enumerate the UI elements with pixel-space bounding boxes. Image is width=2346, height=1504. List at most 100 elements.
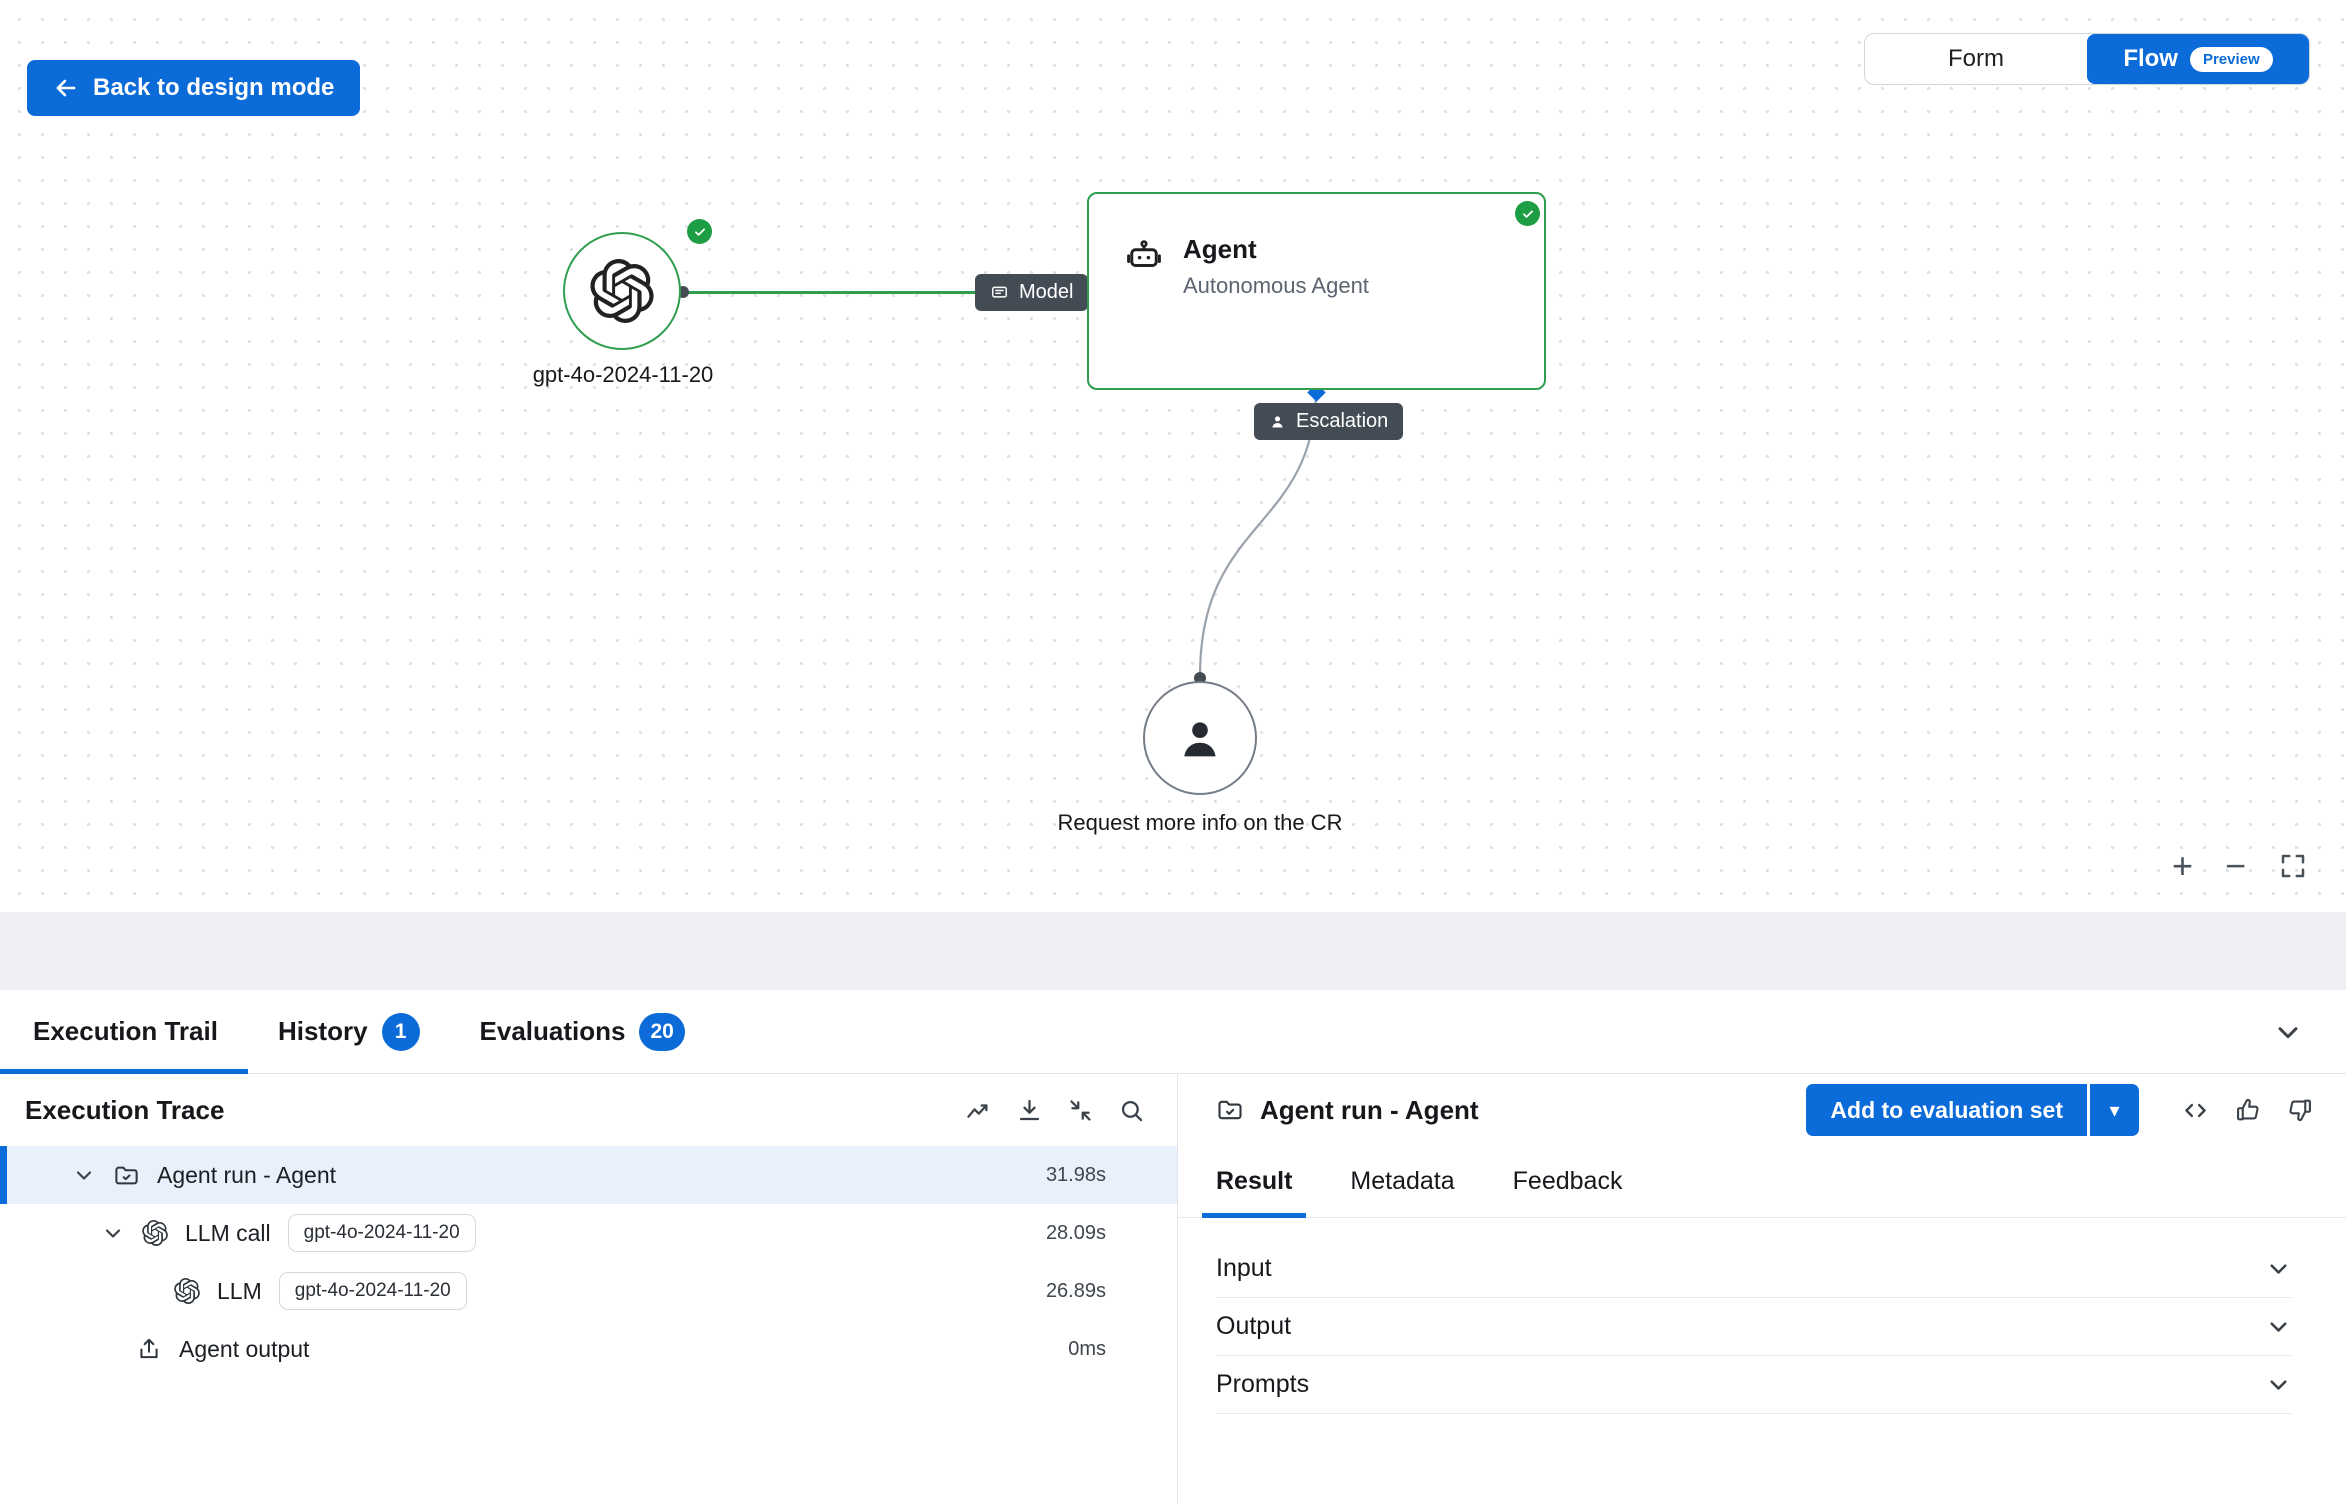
chevron-down-icon[interactable] — [2265, 1313, 2292, 1340]
canvas-controls: + − — [2172, 848, 2308, 884]
panel-tabbar: Execution Trail History 1 Evaluations 20 — [0, 990, 2346, 1074]
tab-label: Execution Trail — [33, 1016, 218, 1047]
zoom-in-button[interactable]: + — [2172, 848, 2193, 884]
collapse-panel-button[interactable] — [2270, 1014, 2306, 1050]
openai-logo-icon — [174, 1278, 200, 1304]
detail-header: Agent run - Agent Add to evaluation set … — [1178, 1074, 2346, 1146]
thumbs-down-button[interactable] — [2284, 1094, 2316, 1126]
trace-row-list: Agent run - Agent 31.98s LLM call gpt-4o… — [0, 1146, 1177, 1378]
execution-trace-pane: Execution Trace — [0, 1074, 1178, 1504]
check-icon — [1521, 207, 1535, 221]
robot-icon — [1123, 234, 1165, 276]
thumbs-up-button[interactable] — [2232, 1094, 2264, 1126]
person-icon — [1174, 712, 1226, 764]
add-to-evaluation-set-dropdown[interactable]: ▾ — [2090, 1084, 2139, 1136]
chevron-down-icon[interactable] — [72, 1163, 96, 1187]
preview-badge: Preview — [2190, 47, 2273, 72]
detail-tabbar: Result Metadata Feedback — [1178, 1146, 2346, 1218]
chevron-down-icon — [2272, 1016, 2304, 1048]
model-edge-label[interactable]: Model — [975, 274, 1088, 311]
history-count-badge: 1 — [382, 1013, 420, 1051]
form-label: Form — [1948, 45, 2004, 73]
back-button-label: Back to design mode — [93, 74, 334, 102]
caret-down-icon: ▾ — [2109, 1098, 2119, 1123]
check-icon — [693, 225, 707, 239]
view-toggle: Form Flow Preview — [1864, 33, 2310, 85]
view-toggle-flow[interactable]: Flow Preview — [2087, 34, 2309, 84]
thumbs-down-icon — [2286, 1096, 2314, 1124]
code-icon — [2181, 1096, 2210, 1125]
trace-row-label: LLM — [217, 1278, 262, 1305]
line-chart-icon — [965, 1097, 992, 1124]
flow-canvas[interactable]: Back to design mode Form Flow Preview gp… — [0, 0, 2346, 912]
trace-row-label: Agent output — [179, 1336, 309, 1363]
trace-row-label: LLM call — [185, 1220, 271, 1247]
agent-output-icon — [136, 1336, 162, 1362]
trace-row-duration: 26.89s — [1046, 1280, 1106, 1303]
trace-row-label: Agent run - Agent — [157, 1162, 336, 1189]
trace-detail-pane: Agent run - Agent Add to evaluation set … — [1178, 1074, 2346, 1504]
section-label: Input — [1216, 1254, 1272, 1283]
chevron-down-icon[interactable] — [2265, 1255, 2292, 1282]
tab-evaluations[interactable]: Evaluations 20 — [450, 990, 715, 1073]
section-output[interactable]: Output — [1216, 1298, 2292, 1356]
arrow-left-icon — [53, 75, 79, 101]
trace-row-duration: 31.98s — [1046, 1164, 1106, 1187]
download-icon — [1016, 1097, 1043, 1124]
model-tag: gpt-4o-2024-11-20 — [279, 1272, 467, 1310]
trace-timeline-button[interactable] — [963, 1095, 994, 1126]
detail-tab-result[interactable]: Result — [1202, 1146, 1306, 1217]
trace-row-llm-call[interactable]: LLM call gpt-4o-2024-11-20 28.09s — [0, 1204, 1177, 1262]
section-input[interactable]: Input — [1216, 1240, 2292, 1298]
prompt-icon — [990, 283, 1009, 302]
tab-execution-trail[interactable]: Execution Trail — [0, 990, 248, 1073]
trace-row-duration: 28.09s — [1046, 1222, 1106, 1245]
openai-logo-icon — [590, 259, 654, 323]
detail-tab-feedback[interactable]: Feedback — [1499, 1146, 1637, 1217]
escalation-person-icon — [1269, 413, 1286, 430]
model-node-success-badge — [687, 219, 712, 244]
thumbs-up-icon — [2234, 1096, 2262, 1124]
agent-node-title: Agent — [1183, 234, 1369, 265]
chevron-down-icon[interactable] — [101, 1221, 125, 1245]
tab-history[interactable]: History 1 — [248, 990, 450, 1073]
fit-view-button[interactable] — [2278, 851, 2308, 881]
execution-trace-title: Execution Trace — [25, 1095, 224, 1126]
person-node-label: Request more info on the CR — [1000, 810, 1400, 836]
trace-row-agent-output[interactable]: Agent output 0ms — [0, 1320, 1177, 1378]
execution-trace-header: Execution Trace — [0, 1074, 1177, 1146]
detail-tab-label: Feedback — [1513, 1167, 1623, 1196]
model-node[interactable] — [563, 232, 681, 350]
detail-tab-label: Result — [1216, 1167, 1292, 1196]
add-to-evaluation-set-button[interactable]: Add to evaluation set — [1806, 1084, 2087, 1136]
model-tag: gpt-4o-2024-11-20 — [288, 1214, 476, 1252]
view-toggle-form[interactable]: Form — [1865, 34, 2087, 84]
fit-view-icon — [2278, 851, 2308, 881]
detail-tab-label: Metadata — [1350, 1167, 1454, 1196]
agent-node[interactable]: Agent Autonomous Agent — [1087, 192, 1546, 390]
collapse-all-button[interactable] — [1065, 1095, 1096, 1126]
download-trace-button[interactable] — [1014, 1095, 1045, 1126]
detail-title: Agent run - Agent — [1260, 1095, 1479, 1126]
detail-tab-metadata[interactable]: Metadata — [1336, 1146, 1468, 1217]
trace-row-duration: 0ms — [1068, 1338, 1106, 1361]
canvas-panel-divider — [0, 912, 2346, 990]
chevron-down-icon[interactable] — [2265, 1371, 2292, 1398]
trace-row-agent-run[interactable]: Agent run - Agent 31.98s — [0, 1146, 1177, 1204]
evaluations-count-badge: 20 — [639, 1013, 684, 1051]
tab-label: History — [278, 1016, 368, 1047]
escalation-edge-label[interactable]: Escalation — [1254, 403, 1403, 440]
view-code-button[interactable] — [2179, 1094, 2212, 1127]
section-prompts[interactable]: Prompts — [1216, 1356, 2292, 1414]
escalation-edge-label-text: Escalation — [1296, 410, 1388, 433]
agent-node-text: Agent Autonomous Agent — [1183, 234, 1369, 299]
trace-row-llm[interactable]: LLM gpt-4o-2024-11-20 26.89s — [0, 1262, 1177, 1320]
flow-label: Flow — [2123, 45, 2178, 73]
collapse-icon — [1067, 1097, 1094, 1124]
search-trace-button[interactable] — [1116, 1095, 1147, 1126]
tab-label: Evaluations — [480, 1016, 626, 1047]
execution-panel: Execution Trail History 1 Evaluations 20… — [0, 990, 2346, 1504]
zoom-out-button[interactable]: − — [2225, 848, 2246, 884]
back-to-design-button[interactable]: Back to design mode — [27, 60, 360, 116]
escalation-person-node[interactable] — [1143, 681, 1257, 795]
